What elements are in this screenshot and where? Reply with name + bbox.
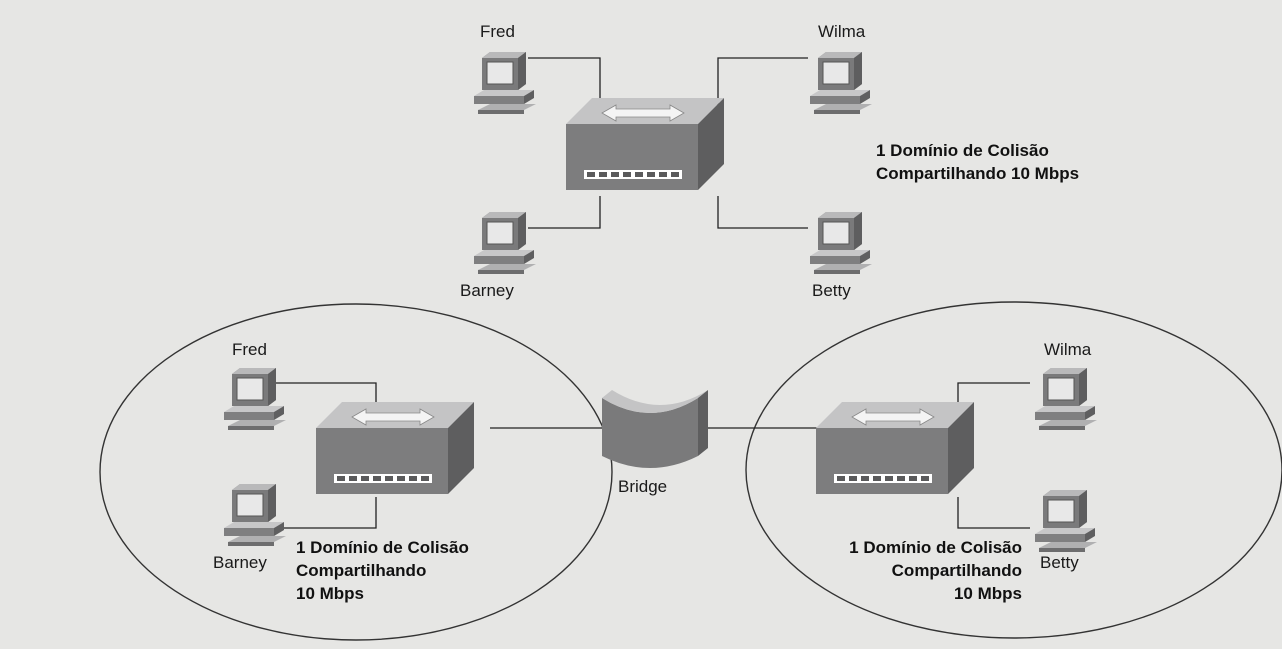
- left-collision-domain-ellipse: [99, 303, 613, 641]
- cable-barney: [528, 196, 601, 229]
- top-domain-label-line1: 1 Domínio de Colisão: [876, 141, 1049, 160]
- left-domain-label-line1: 1 Domínio de Colisão: [296, 538, 469, 557]
- right-hub-icon: [815, 401, 975, 495]
- cable-fred: [528, 57, 601, 110]
- host-label-left-barney: Barney: [213, 553, 267, 572]
- top-hub-icon: [565, 97, 725, 191]
- top-network: Fred Wilma Barney Betty 1 Domínio de Col…: [460, 22, 1079, 300]
- right-domain-label-line1: 1 Domínio de Colisão: [849, 538, 1022, 557]
- host-label-barney: Barney: [460, 281, 514, 300]
- bridge-label: Bridge: [618, 477, 667, 496]
- host-label-fred: Fred: [480, 22, 515, 41]
- pc-right-betty-icon: [1034, 489, 1098, 553]
- right-collision-domain-ellipse: [745, 301, 1282, 639]
- left-hub-icon: [315, 401, 475, 495]
- bridge-icon: [602, 390, 708, 468]
- pc-left-fred-icon: [223, 367, 287, 431]
- host-label-right-betty: Betty: [1040, 553, 1079, 572]
- pc-left-barney-icon: [223, 483, 287, 547]
- pc-wilma-icon: [809, 51, 873, 115]
- host-label-wilma: Wilma: [818, 22, 866, 41]
- pc-fred-icon: [473, 51, 537, 115]
- pc-right-wilma-icon: [1034, 367, 1098, 431]
- cable-right-betty: [957, 497, 1030, 529]
- cable-wilma: [717, 57, 808, 110]
- bottom-network: Bridge Fred Barney Wilma Betty 1 Domínio…: [99, 301, 1282, 641]
- top-domain-label-line2: Compartilhando 10 Mbps: [876, 164, 1079, 183]
- cable-betty: [717, 196, 808, 229]
- cable-left-barney: [276, 497, 377, 529]
- left-domain-label-line3: 10 Mbps: [296, 584, 364, 603]
- top-cables: [528, 57, 808, 229]
- host-label-left-fred: Fred: [232, 340, 267, 359]
- right-domain-label-line2: Compartilhando: [892, 561, 1022, 580]
- host-label-betty: Betty: [812, 281, 851, 300]
- pc-barney-icon: [473, 211, 537, 275]
- pc-betty-icon: [809, 211, 873, 275]
- host-label-right-wilma: Wilma: [1044, 340, 1092, 359]
- right-domain-label-line3: 10 Mbps: [954, 584, 1022, 603]
- left-domain-label-line2: Compartilhando: [296, 561, 426, 580]
